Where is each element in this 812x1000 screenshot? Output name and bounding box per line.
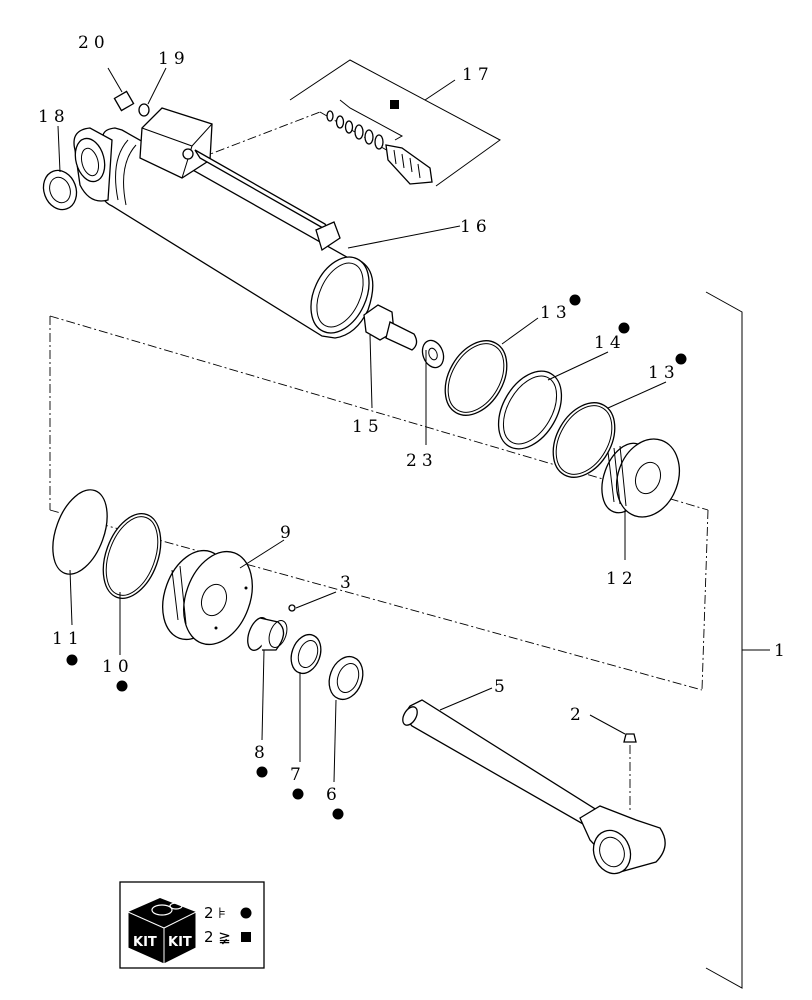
callout-17: 17 xyxy=(462,65,494,85)
piston-rod-5 xyxy=(402,699,666,875)
callout-9: 9 xyxy=(280,523,296,543)
callout-19: 19 xyxy=(158,49,190,69)
callout-14: 14 xyxy=(594,333,626,353)
seal-ring-14 xyxy=(497,370,563,450)
kit-box-icon: KIT KIT xyxy=(127,898,197,965)
seal-ring-13b xyxy=(552,402,616,478)
o-ring-19 xyxy=(138,103,150,117)
kit-marker-icon xyxy=(66,654,78,666)
bushing-8 xyxy=(247,617,288,651)
cylinder-barrel xyxy=(73,107,374,339)
callout-5: 5 xyxy=(494,677,510,697)
kit-marker-icon xyxy=(332,808,344,820)
nut-18 xyxy=(42,169,78,211)
plug-20 xyxy=(113,90,135,112)
subkit-marker-icon xyxy=(241,932,251,942)
kit-marker-icon xyxy=(675,353,687,365)
callout-2: 2 xyxy=(570,705,586,725)
callout-3: 3 xyxy=(340,573,356,593)
gland-9 xyxy=(162,549,253,646)
callout-13a: 13 xyxy=(540,303,572,323)
set-screw-3 xyxy=(288,604,296,612)
valve-seal-set xyxy=(326,110,433,185)
callout-7: 7 xyxy=(290,765,306,785)
kit-logo-left: KIT xyxy=(133,935,157,950)
callout-13b: 13 xyxy=(648,363,680,383)
kit-marker-icon xyxy=(292,788,304,800)
callout-10: 10 xyxy=(102,657,134,677)
bolt-15 xyxy=(363,304,418,351)
assembly-bracket-1 xyxy=(705,291,770,989)
back-up-ring-11 xyxy=(52,489,108,575)
callout-6: 6 xyxy=(326,785,342,805)
kit-marker-icon xyxy=(256,766,268,778)
kit-marker-icon xyxy=(240,907,252,919)
kit-marker-icon xyxy=(618,322,630,334)
kit-legend-row1: 2 ⊧ xyxy=(204,904,226,922)
o-ring-10 xyxy=(102,513,162,599)
wiper-7 xyxy=(290,633,322,675)
callout-15: 15 xyxy=(352,417,384,437)
kit-legend-row2: 2 ≩ xyxy=(204,928,231,946)
callout-8: 8 xyxy=(254,743,270,763)
kit-markers xyxy=(66,100,687,820)
kit-marker-icon xyxy=(569,294,581,306)
callout-23: 23 xyxy=(406,451,438,471)
kit-legend: KIT KIT 2 ⊧ 2 ≩ xyxy=(119,881,265,969)
callout-11: 11 xyxy=(52,629,84,649)
callout-16: 16 xyxy=(460,217,492,237)
callout-labels: 20 19 18 17 16 13 14 13 15 23 12 9 3 11 … xyxy=(38,33,790,805)
callout-20: 20 xyxy=(78,33,110,53)
kit-bracket-17 xyxy=(289,59,501,187)
seal-ring-13a xyxy=(444,340,508,416)
callout-12: 12 xyxy=(606,569,638,589)
washer-23 xyxy=(421,339,445,369)
piston-12 xyxy=(601,438,680,518)
leader-lines xyxy=(57,67,667,783)
seal-6 xyxy=(328,655,364,701)
grease-fitting-2 xyxy=(623,733,637,743)
callout-18: 18 xyxy=(38,107,70,127)
callout-1: 1 xyxy=(774,641,790,661)
kit-marker-icon xyxy=(116,680,128,692)
kit-logo-right: KIT xyxy=(168,935,192,950)
subkit-marker-icon xyxy=(390,100,399,109)
